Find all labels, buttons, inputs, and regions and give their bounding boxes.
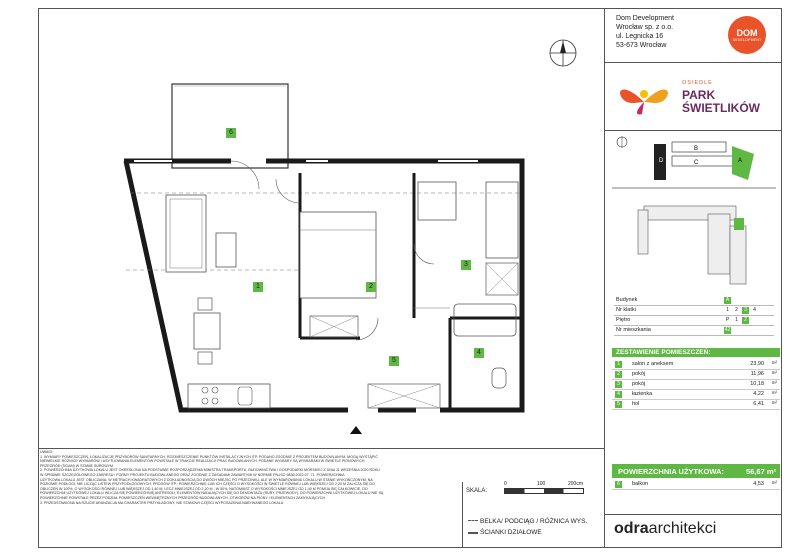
note-line: POZIOMIE PODŁOGI, NIE LICZĄC LISTEW PRZY… bbox=[40, 482, 375, 487]
room-name: hol bbox=[632, 401, 640, 407]
balcony-outline bbox=[171, 83, 289, 169]
scale-label: SKALA: bbox=[466, 488, 488, 494]
company-name: Dom Development bbox=[616, 15, 674, 22]
plan-tag-4: 4 bbox=[474, 348, 484, 358]
architect-logo: odraarchitekci bbox=[614, 520, 717, 537]
room-name: łazienka bbox=[632, 391, 653, 397]
note-line: PRZEGRÓD (ŚCIAN) W STANIE SUROWYM bbox=[40, 463, 114, 468]
room-area: 6,41 bbox=[753, 401, 764, 407]
plan-tag-3: 3 bbox=[461, 260, 471, 270]
brand-park: PARK bbox=[682, 88, 716, 102]
brand-name: ŚWIETLIKÓW bbox=[682, 101, 760, 115]
company-street: ul. Legnicka 16 bbox=[616, 33, 664, 40]
legend: BELKA/ PODCIĄG / RÓŻNICA WYS. ŚCIANKI DZ… bbox=[468, 518, 588, 536]
room-row: 5 hol 6,41 m² bbox=[612, 399, 780, 410]
plan-tag-1: 1 bbox=[253, 282, 263, 292]
selector-cell: 4 bbox=[753, 306, 756, 313]
note-line: 2. POWIERZCHNIA UŻYTKOWA LOKALU JEST OKR… bbox=[40, 468, 380, 473]
selector-cell: P bbox=[725, 316, 730, 323]
notes-title: UWAGI: bbox=[40, 450, 54, 454]
room-num: 2 bbox=[615, 370, 622, 378]
company-address: Dom Development Wrocław sp. z o.o. ul. L… bbox=[616, 14, 674, 50]
site-label-a: A bbox=[738, 158, 742, 164]
company-legal: Wrocław sp. z o.o. bbox=[616, 24, 674, 31]
room-unit: m² bbox=[771, 380, 777, 385]
room-num: 4 bbox=[615, 390, 622, 398]
plan-tag-5: 5 bbox=[389, 356, 399, 366]
floor-plan bbox=[123, 39, 577, 434]
room-area: 10,18 bbox=[750, 381, 764, 387]
note-line: W SPRAWIE SZCZEGÓŁOWEGO ZAKRESU I FORMY … bbox=[40, 472, 345, 477]
total-area: POWIERZCHNIA UŻYTKOWA: 56,67 m² bbox=[612, 464, 780, 478]
info-panel bbox=[604, 8, 782, 548]
note-line: POWIERZCHNI UŻYTKOWEJ LOKALU WLICZA SIĘ … bbox=[40, 491, 384, 496]
room-row: 1 salon z aneksem 23,90 m² bbox=[612, 359, 780, 370]
firefly-logo-icon bbox=[620, 89, 668, 115]
room-name: pokój bbox=[632, 371, 646, 377]
note-line: UŻYTKOWA LOKALU JEST OBLICZANA: W METRAC… bbox=[40, 477, 373, 482]
selector-cell: 3 bbox=[742, 306, 749, 314]
room-unit: m² bbox=[771, 400, 777, 405]
room-row: 3 pokój 10,18 m² bbox=[612, 379, 780, 390]
balcony-row: 6 balkon 4,53 m² bbox=[612, 479, 780, 490]
plan-tag-6: 6 bbox=[226, 128, 236, 138]
note-line: NIEWIELKIE RÓŻNICE WYMIARÓW I USYTUOWANI… bbox=[40, 459, 365, 464]
selector-cell: 42 bbox=[724, 326, 731, 334]
compass-icon bbox=[549, 39, 577, 67]
room-unit: m² bbox=[771, 360, 777, 365]
note-line: OBLICZEŃ W 100%, O WYSOKOŚCI RÓWNEJ LUB … bbox=[40, 486, 368, 491]
site-label-d: D bbox=[659, 158, 664, 164]
rooms-header: ZESTAWIENIE POMIESZCZEŃ: bbox=[612, 348, 780, 357]
selector-cell: 1 bbox=[735, 316, 738, 323]
site-label-b: B bbox=[694, 146, 698, 152]
room-num: 1 bbox=[615, 360, 622, 368]
room-row: 2 pokój 11,96 m² bbox=[612, 369, 780, 380]
room-unit: m² bbox=[771, 390, 777, 395]
selector-cell: A bbox=[724, 296, 731, 304]
dom-logo: DOM DEVELOPMENT bbox=[728, 16, 766, 54]
total-label: POWIERZCHNIA UŻYTKOWA: bbox=[618, 467, 724, 476]
room-unit: m² bbox=[771, 370, 777, 375]
selector-cell: 2 bbox=[735, 306, 738, 313]
room-name: salon z aneksem bbox=[632, 361, 674, 367]
note-line: 3. PRZEDSTAWIONA NA RZUCIE ARANŻACJA MA … bbox=[40, 500, 284, 505]
selector-cell: 1 bbox=[726, 306, 729, 313]
sheet-frame bbox=[38, 8, 782, 548]
room-area: 11,96 bbox=[750, 371, 764, 377]
room-row: 4 łazienka 4,22 m² bbox=[612, 389, 780, 400]
legend-walls: ŚCIANKI DZIAŁOWE bbox=[480, 529, 542, 536]
selector-cell: 2 bbox=[742, 316, 749, 324]
room-num: 3 bbox=[615, 380, 622, 388]
site-label-c: C bbox=[694, 160, 699, 166]
scale-bar: SKALA: 0 100 200cm bbox=[466, 481, 584, 494]
notes: UWAGI: 1. WYMIARY POMIESZCZEŃ, LOKALIZAC… bbox=[40, 450, 460, 505]
plan-tag-2: 2 bbox=[366, 282, 376, 292]
note-line: POWIERZCHNIE POWSTAŁE PRZEZ PODZIAŁ POMI… bbox=[40, 495, 326, 500]
company-city: 53-673 Wrocław bbox=[616, 42, 667, 49]
site-plan: D B C A bbox=[612, 136, 776, 285]
room-area: 4,22 bbox=[753, 391, 764, 397]
room-area: 23,90 bbox=[750, 361, 764, 367]
total-value: 56,67 m² bbox=[745, 467, 776, 476]
brand-osiedle: OSIEDLE bbox=[682, 80, 713, 86]
room-num: 5 bbox=[615, 400, 622, 408]
note-line: 1. WYMIARY POMIESZCZEŃ, LOKALIZACJĘ PRZY… bbox=[40, 454, 378, 459]
legend-beam: BELKA/ PODCIĄG / RÓŻNICA WYS. bbox=[480, 518, 588, 525]
entrance-marker bbox=[350, 426, 362, 434]
room-name: pokój bbox=[632, 381, 646, 387]
